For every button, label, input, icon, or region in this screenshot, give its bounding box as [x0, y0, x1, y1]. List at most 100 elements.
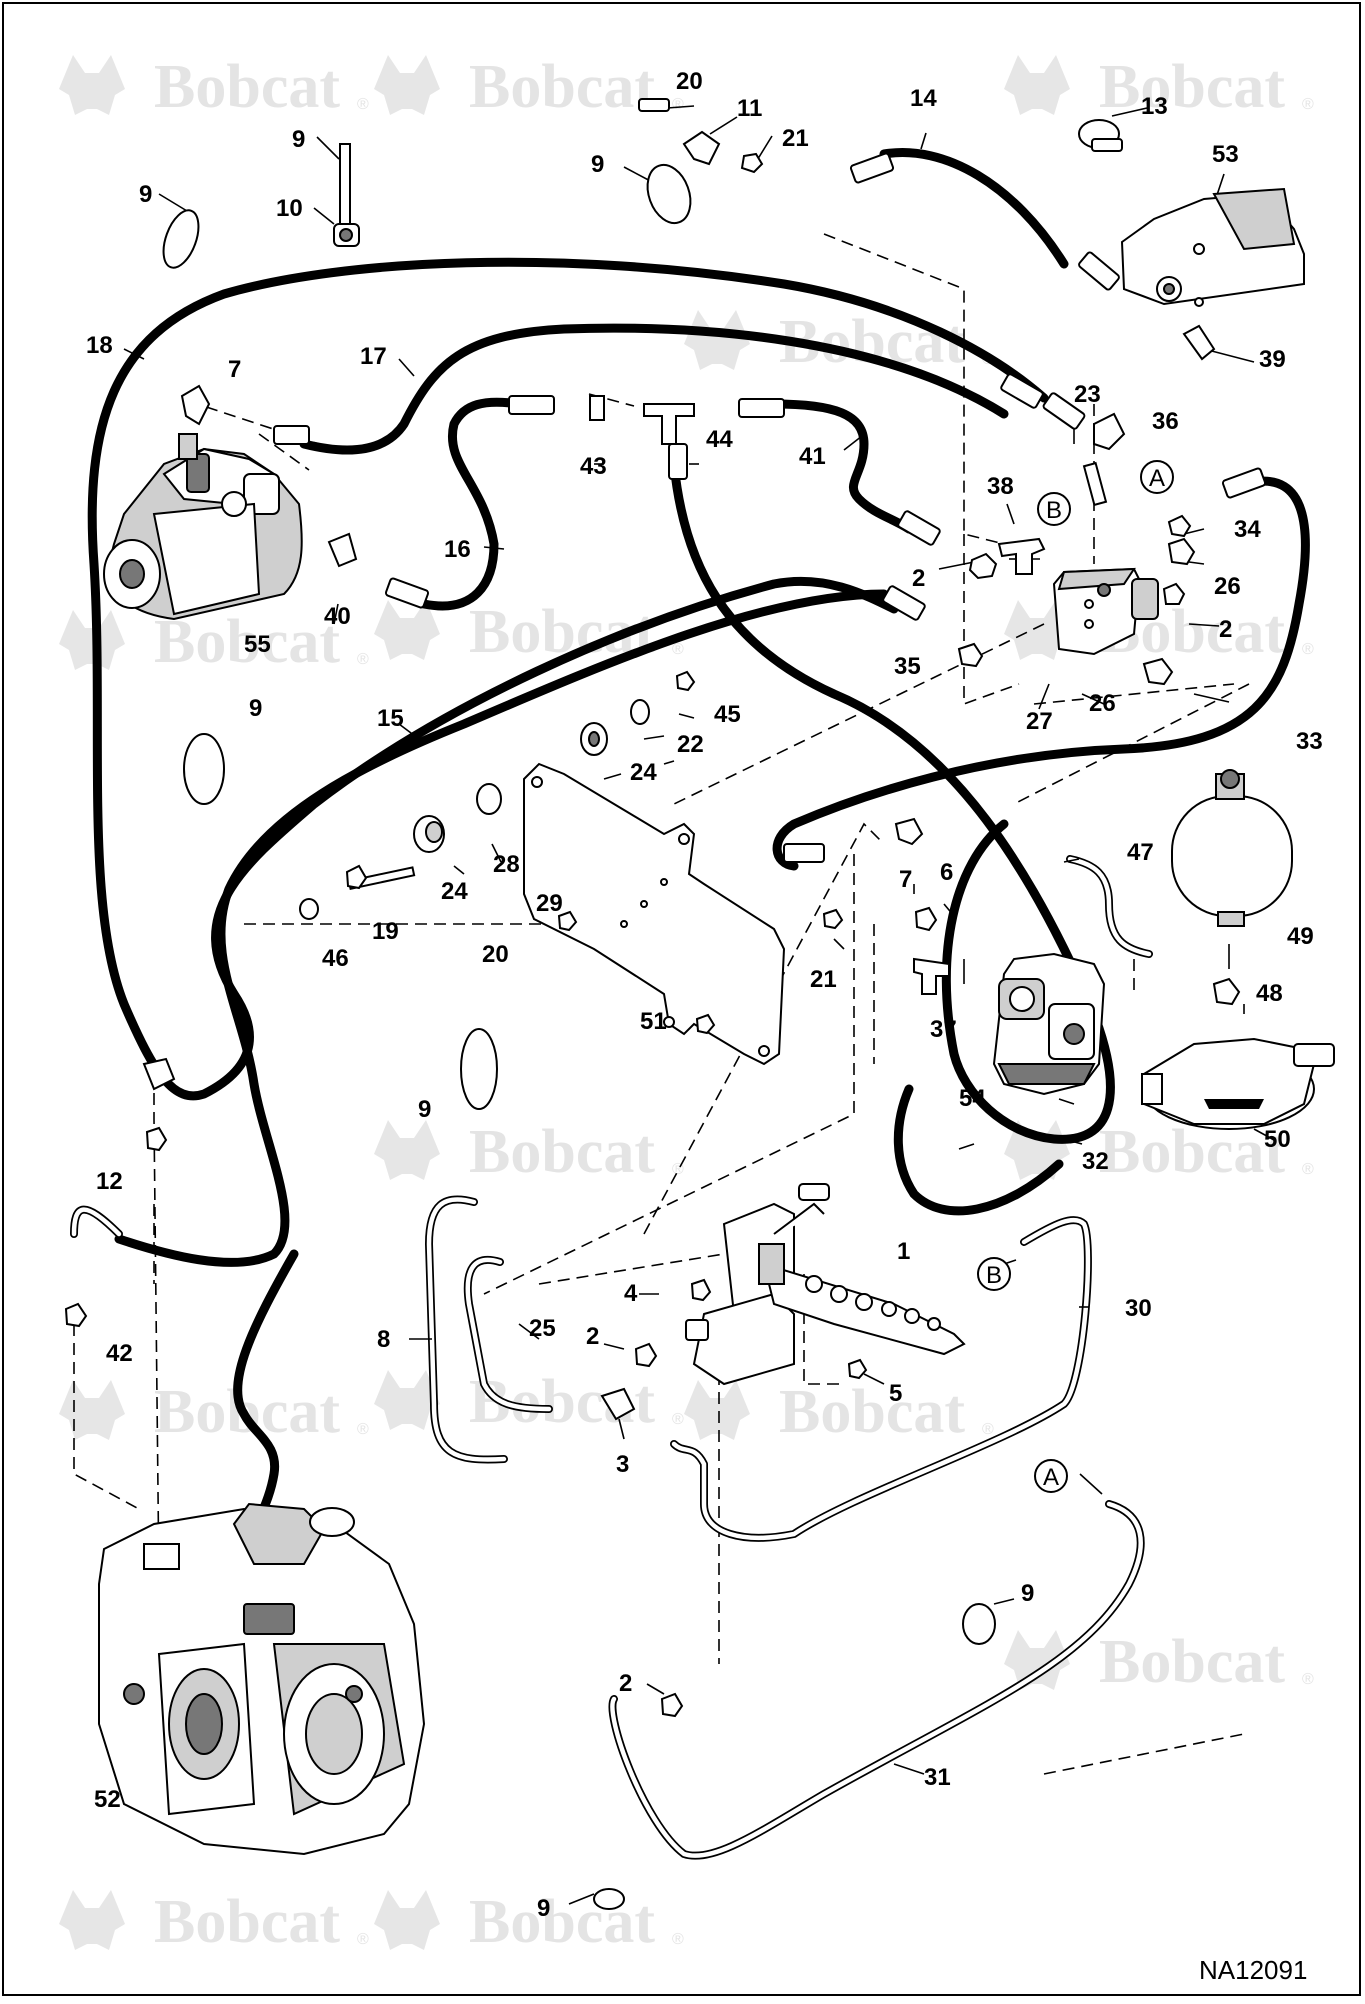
- watermark-brand: Bobcat: [469, 1118, 655, 1186]
- callout-c6: 6: [940, 859, 953, 886]
- callout-c9b: 9: [292, 126, 305, 153]
- watermark-brand: Bobcat: [1099, 53, 1285, 121]
- callout-c9a: 9: [139, 181, 152, 208]
- bobcat-watermark: Bobcat ®: [59, 1888, 369, 1956]
- watermark-mark: ®: [357, 1421, 369, 1438]
- rigid-tubes: [70, 855, 1153, 1860]
- callout-c37: 37: [930, 1016, 957, 1043]
- callout-c16: 16: [444, 536, 471, 563]
- callout-c9g: 9: [537, 1895, 550, 1922]
- callout-c9e: 9: [418, 1096, 431, 1123]
- watermark-brand: Bobcat: [469, 1888, 655, 1956]
- callout-c48: 48: [1256, 980, 1283, 1007]
- callout-c10: 10: [276, 195, 303, 222]
- callout-c9c: 9: [591, 151, 604, 178]
- callout-c5: 5: [889, 1380, 902, 1407]
- callout-c9f: 9: [1021, 1580, 1034, 1607]
- watermark-brand: Bobcat: [154, 53, 340, 121]
- connection-markers: A A B B: [977, 460, 1174, 1493]
- bobcat-watermark: Bobcat ®: [59, 1378, 369, 1446]
- watermark-mark: ®: [672, 1931, 684, 1948]
- hose-18-lower: [114, 589, 889, 1267]
- bobcat-watermark: Bobcat ®: [684, 308, 994, 376]
- callout-c9d: 9: [249, 695, 262, 722]
- hose-16: [419, 397, 524, 611]
- hose-17: [299, 323, 1009, 455]
- hose-18: [87, 257, 1049, 1101]
- callout-c2b: 2: [1219, 616, 1232, 643]
- watermark-brand: Bobcat: [779, 1378, 965, 1446]
- callout-c34: 34: [1234, 516, 1261, 543]
- callout-c14: 14: [910, 85, 937, 112]
- watermark-mark: ®: [672, 96, 684, 113]
- hose-41: [769, 399, 914, 534]
- callout-c18: 18: [86, 332, 113, 359]
- callout-c45: 45: [714, 701, 741, 728]
- callout-c46: 46: [322, 945, 349, 972]
- callout-c15: 15: [377, 705, 404, 732]
- callout-c7a: 7: [228, 356, 241, 383]
- callout-c55: 55: [244, 631, 271, 658]
- callout-c50: 50: [1264, 1126, 1291, 1153]
- watermark-brand: Bobcat: [154, 1888, 340, 1956]
- watermark-brand: Bobcat: [469, 53, 655, 121]
- callout-c30: 30: [1125, 1295, 1152, 1322]
- tube-31: [608, 1500, 1145, 1860]
- callout-labels: 1222234567789999999101112131415161718192…: [86, 68, 1323, 1922]
- callout-c51: 51: [640, 1008, 667, 1035]
- bracket-53: [1120, 187, 1305, 307]
- callout-c28: 28: [493, 851, 520, 878]
- callout-c39: 39: [1259, 346, 1286, 373]
- pedal-assembly-1: [685, 1183, 966, 1386]
- callout-c52: 52: [94, 1786, 121, 1813]
- marker-b-upper: B: [1046, 497, 1062, 524]
- transmission-52: [98, 1502, 426, 1856]
- callout-c7b: 7: [899, 866, 912, 893]
- callout-c21b: 21: [810, 966, 837, 993]
- callout-c4: 4: [624, 1280, 638, 1307]
- callout-c17: 17: [360, 343, 387, 370]
- callout-c1: 1: [897, 1238, 910, 1265]
- hose-32: [893, 1084, 1064, 1216]
- callout-c20b: 20: [482, 941, 509, 968]
- callout-c13: 13: [1141, 93, 1168, 120]
- clamp-50: [1141, 1037, 1335, 1130]
- watermark-brand: Bobcat: [1099, 1628, 1285, 1696]
- callout-c33: 33: [1296, 728, 1323, 755]
- marker-b-circle: [1037, 492, 1071, 526]
- watermark-brand: Bobcat: [154, 608, 340, 676]
- marker-a-upper: A: [1149, 465, 1165, 492]
- bobcat-watermark: Bobcat ®: [374, 1368, 684, 1436]
- callout-c20a: 20: [676, 68, 703, 95]
- watermark-mark: ®: [357, 1931, 369, 1948]
- callout-c38: 38: [987, 473, 1014, 500]
- bobcat-watermark: Bobcat ®: [1004, 1628, 1314, 1696]
- reference-code: NA12091: [1199, 1955, 1307, 1985]
- bobcat-watermark: Bobcat ®: [684, 1378, 994, 1446]
- callout-c44: 44: [706, 426, 733, 453]
- callout-c2c: 2: [586, 1323, 599, 1350]
- callout-c19: 19: [372, 918, 399, 945]
- callout-c49: 49: [1287, 923, 1314, 950]
- mounting-plate-29: [523, 762, 786, 1066]
- callout-c29: 29: [536, 890, 563, 917]
- callout-c27: 27: [1026, 708, 1053, 735]
- valve-54: [992, 952, 1106, 1096]
- accumulator-49: [1171, 769, 1293, 927]
- marker-b-lower: B: [986, 1262, 1002, 1289]
- callout-c23: 23: [1074, 381, 1101, 408]
- watermark-mark: ®: [982, 1421, 994, 1438]
- callout-c8: 8: [377, 1326, 390, 1353]
- watermark-mark: ®: [1302, 96, 1314, 113]
- hydraulic-parts-diagram: Bobcat ® Bobcat ® Bobcat ® Bobcat ® Bobc…: [59, 53, 1335, 1985]
- watermark-mark: ®: [672, 641, 684, 658]
- callout-c47: 47: [1127, 839, 1154, 866]
- marker-a-lower: A: [1043, 1464, 1059, 1491]
- callout-c2a: 2: [912, 565, 925, 592]
- bobcat-watermark: Bobcat ®: [1004, 53, 1314, 121]
- bobcat-watermark: Bobcat ®: [59, 608, 369, 676]
- callout-c11: 11: [737, 95, 762, 122]
- callout-c42: 42: [106, 1340, 133, 1367]
- callout-c36: 36: [1152, 408, 1179, 435]
